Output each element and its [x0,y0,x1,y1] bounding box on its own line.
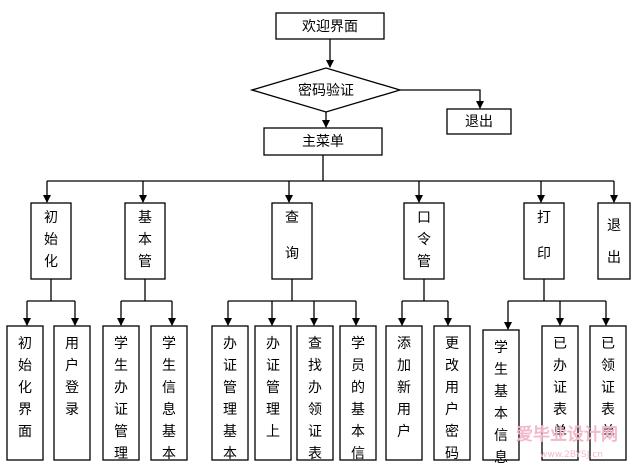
cert-mgmt-up-label: 办证管理上 [266,336,280,440]
query-node: 查询 [271,202,313,280]
exit-node: 退出 [597,202,631,280]
change-pwd-label: 更改用户密码 [445,336,459,462]
leaf-nodes [6,325,627,461]
student-info-label: 学生信息基本 [162,336,176,462]
cert-mgmt-box [102,325,140,461]
query-label: 查询 [285,210,299,262]
cert-mgmt-up-box [254,325,292,461]
password-node: 口令管 [403,202,445,280]
print-label: 打印 [537,209,551,262]
arrow-check-to-exit [400,89,484,109]
password-check-decision: 密码验证 [249,67,403,113]
svg-text:欢迎界面: 欢迎界面 [302,19,358,35]
basic-mgmt-node: 基本管 [124,202,166,280]
main-menu-node: 主菜单 [263,127,383,156]
leaf-labels: 初始化界面 用户登录 学生办证管理 学生信息基本 办证管理基本 办证管理上 查找办领证表 学员… [18,335,615,465]
watermark: 爱毕业设计网 www.2BYSJ.cn [516,424,618,460]
print-basic-label: 学生基本信息 [494,340,508,465]
find-cert-label: 查找办领证表 [308,336,322,462]
exit-label: 退出 [607,218,621,266]
add-user-box [385,325,423,461]
issued-table-box [541,325,579,461]
svg-text:主菜单: 主菜单 [302,134,344,150]
init-node: 初始化 [30,202,72,280]
student-basic-label: 学员的基本信 [351,336,365,462]
add-user-label: 添加新用户 [397,336,411,440]
change-pwd-box [433,325,471,461]
find-cert-box [296,325,334,461]
received-table-label: 已领证表单 [601,336,615,440]
watermark-url: www.2BYSJ.cn [540,450,603,460]
password-label: 口令管 [417,210,431,270]
student-info-box [150,325,188,461]
init-screen-label: 初始化界面 [18,335,32,440]
cert-basic-box [211,325,249,461]
welcome-node: 欢迎界面 [275,12,385,40]
cert-basic-label: 办证管理基本 [223,336,237,462]
init-screen-box [6,325,44,461]
cert-mgmt-label: 学生办证管理 [114,336,128,462]
watermark-text: 爱毕业设计网 [516,424,618,445]
received-table-box [589,325,627,461]
svg-text:退出: 退出 [465,114,493,130]
exit-top-node: 退出 [446,108,512,135]
user-login-label: 用户登录 [65,336,79,418]
basic-mgmt-label: 基本管 [138,209,152,270]
student-basic-box [339,325,377,461]
print-basic-box [482,329,520,461]
init-label: 初始化 [44,209,58,270]
print-node: 打印 [523,202,565,280]
issued-table-label: 已办证表单 [553,336,567,440]
svg-text:密码验证: 密码验证 [298,82,354,99]
user-login-box [53,325,91,461]
